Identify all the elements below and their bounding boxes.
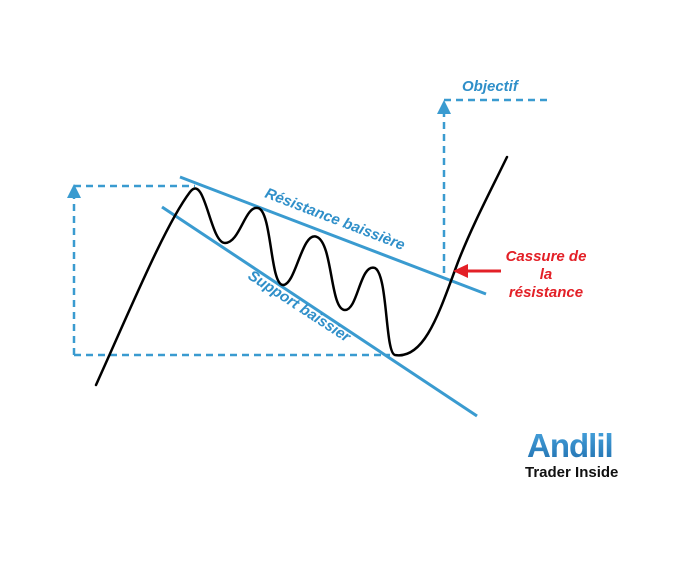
price-path: [94, 155, 509, 387]
brand-logo: Andlil Trader Inside: [525, 427, 618, 481]
logo-tagline: Trader Inside: [525, 464, 618, 481]
support-line: [161, 205, 478, 418]
resistance-label: Résistance baissière: [263, 185, 408, 254]
breakout-label-line1: Cassure de: [506, 248, 587, 265]
breakout-label-line2: la: [540, 266, 553, 283]
resistance-line: [179, 175, 487, 296]
breakout-arrow-head: [453, 264, 468, 278]
breakout-label-line3: résistance: [509, 284, 583, 301]
left-measure-dashed: [72, 184, 390, 357]
support-label: Support baissier: [245, 267, 354, 346]
objective-dashed: [442, 98, 552, 273]
objective-arrowhead: [437, 100, 451, 114]
left-measure-arrowhead: [67, 184, 81, 198]
logo-name: Andlil: [527, 427, 613, 464]
objective-label: Objectif: [462, 78, 520, 95]
